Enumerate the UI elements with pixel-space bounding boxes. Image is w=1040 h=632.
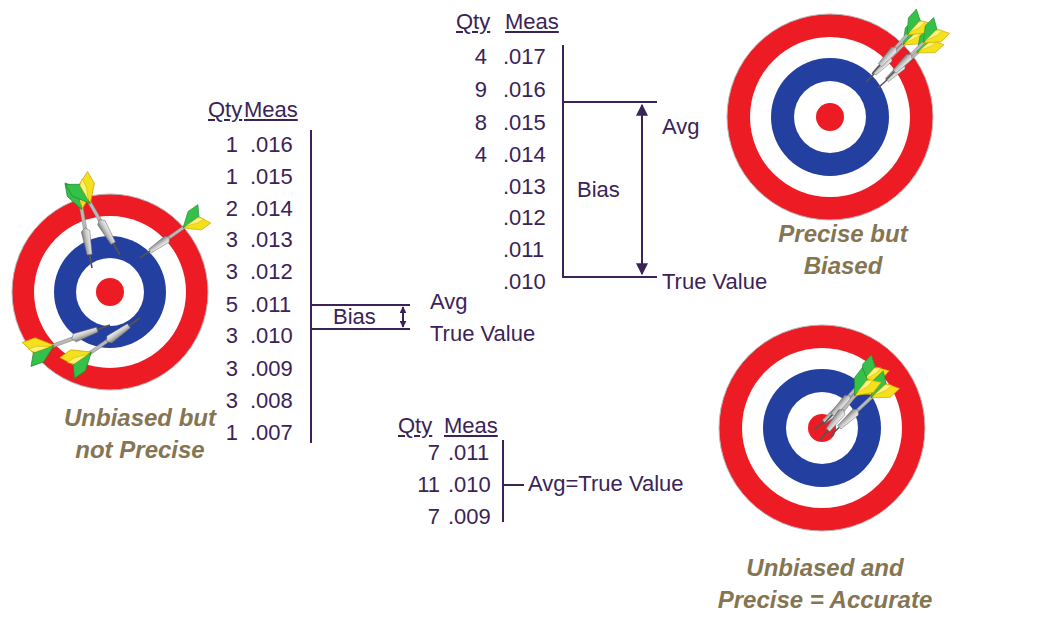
axis-line xyxy=(310,130,312,443)
table-value: .010 xyxy=(250,325,293,347)
table-value: 1 xyxy=(226,134,238,156)
table-value: .017 xyxy=(503,46,546,68)
table-value: 3 xyxy=(226,358,238,380)
target xyxy=(719,325,925,531)
table-value: 7 xyxy=(428,506,440,528)
table-value: 1 xyxy=(226,166,238,188)
target xyxy=(12,194,208,390)
target-bullseye xyxy=(96,278,124,306)
table-value: 8 xyxy=(475,112,487,134)
axis-line xyxy=(502,440,504,522)
table-value: .009 xyxy=(250,358,293,380)
table-value: 4 xyxy=(475,46,487,68)
target xyxy=(727,14,933,220)
annotation: Avg xyxy=(662,116,700,138)
column-header: Qty xyxy=(398,415,432,437)
table-value: .016 xyxy=(250,134,293,156)
annotation: Avg xyxy=(430,291,468,313)
table-value: .012 xyxy=(503,207,546,229)
table-value: .016 xyxy=(503,79,546,101)
table-value: .012 xyxy=(250,261,293,283)
column-header: Meas xyxy=(505,11,559,33)
true-value-line xyxy=(563,276,657,278)
dart xyxy=(134,205,211,268)
column-header: Qty xyxy=(456,11,490,33)
column-header: Meas xyxy=(244,99,298,121)
dart xyxy=(65,172,131,261)
table-value: .010 xyxy=(448,474,491,496)
annotation: True Value xyxy=(662,271,767,293)
table-value: 3 xyxy=(226,325,238,347)
table-value: 2 xyxy=(226,198,238,220)
annotation: True Value xyxy=(430,323,535,345)
annotation: Avg=True Value xyxy=(528,473,684,495)
annotation: Bias xyxy=(333,306,376,328)
column-header: Meas xyxy=(444,415,498,437)
table-value: .010 xyxy=(503,271,546,293)
true-value-line xyxy=(311,328,410,330)
table-value: 1 xyxy=(226,422,238,444)
table-value: 11 xyxy=(417,474,440,496)
table-value: 3 xyxy=(226,261,238,283)
table-value: 9 xyxy=(475,79,487,101)
target-ring xyxy=(76,258,144,326)
annotation: Bias xyxy=(577,179,620,201)
target-ring xyxy=(727,14,933,220)
table-value: .013 xyxy=(250,229,293,251)
dart xyxy=(811,368,881,448)
table-value: .009 xyxy=(448,506,491,528)
target-ring xyxy=(719,325,925,531)
caption: Unbiased and Precise = Accurate xyxy=(709,552,941,616)
bias-arrow xyxy=(641,105,643,274)
table-value: 5 xyxy=(226,294,238,316)
table-value: 3 xyxy=(226,229,238,251)
target-bullseye xyxy=(816,103,844,131)
avg-line xyxy=(563,101,657,103)
bias-arrow xyxy=(402,307,404,327)
axis-line xyxy=(562,45,564,278)
table-value: .008 xyxy=(250,390,293,412)
table-value: .011 xyxy=(250,294,291,316)
table-value: .015 xyxy=(503,112,546,134)
table-value: .013 xyxy=(503,176,546,198)
target-ring xyxy=(794,81,866,153)
column-header: Qty xyxy=(208,99,242,121)
table-value: 7 xyxy=(428,442,440,464)
target-ring xyxy=(742,348,902,508)
caption: Precise but Biased xyxy=(756,218,931,282)
dart xyxy=(879,17,950,88)
target-ring xyxy=(54,236,166,348)
dart xyxy=(60,307,147,379)
target-ring xyxy=(12,194,208,390)
table-value: .011 xyxy=(503,239,544,261)
table-value: .015 xyxy=(250,166,293,188)
table-value: .011 xyxy=(448,442,489,464)
avg-line xyxy=(503,484,524,486)
table-value: 4 xyxy=(475,144,487,166)
table-value: .014 xyxy=(503,144,546,166)
table-value: .014 xyxy=(250,198,293,220)
table-value: .007 xyxy=(250,422,293,444)
caption: Unbiased but not Precise xyxy=(53,402,228,466)
table-value: 3 xyxy=(226,390,238,412)
